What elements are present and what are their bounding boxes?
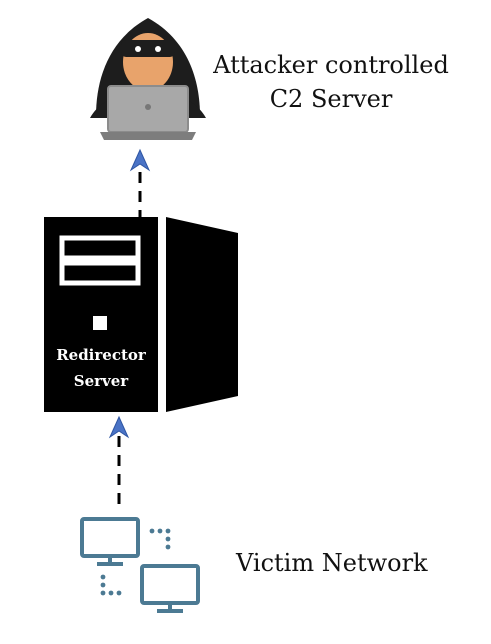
hacker-eye-right bbox=[155, 46, 161, 52]
drive-bay-bottom bbox=[59, 260, 141, 286]
hacker-eye-left bbox=[135, 46, 141, 52]
attacker-label: Attacker controlled C2 Server bbox=[200, 48, 462, 116]
victim-label: Victim Network bbox=[236, 549, 428, 577]
drive-bay-top bbox=[59, 235, 141, 261]
arrowhead-lower-icon bbox=[108, 415, 130, 439]
laptop-base bbox=[100, 132, 196, 140]
hacker-mask bbox=[121, 40, 175, 57]
connection-victim-to-redirector bbox=[108, 415, 130, 505]
server-tower-icon bbox=[44, 217, 238, 412]
network-link-dots bbox=[100, 528, 171, 596]
redirector-label: Redirector Server bbox=[44, 342, 158, 394]
monitor-icon-2 bbox=[140, 564, 200, 613]
networked-monitors-icon bbox=[80, 517, 200, 613]
monitor-icon-1 bbox=[80, 517, 140, 566]
attacker-label-line1: Attacker controlled bbox=[213, 51, 449, 79]
connection-redirector-to-attacker bbox=[129, 148, 151, 218]
server-side bbox=[166, 217, 238, 412]
laptop-logo bbox=[145, 104, 151, 110]
hacker-laptop-icon bbox=[90, 18, 206, 140]
attacker-label-line2: C2 Server bbox=[269, 85, 393, 113]
arrowhead-upper-icon bbox=[129, 148, 151, 172]
power-button bbox=[93, 316, 107, 330]
redirector-label-line1: Redirector bbox=[56, 346, 146, 364]
redirector-label-line2: Server bbox=[73, 372, 129, 390]
